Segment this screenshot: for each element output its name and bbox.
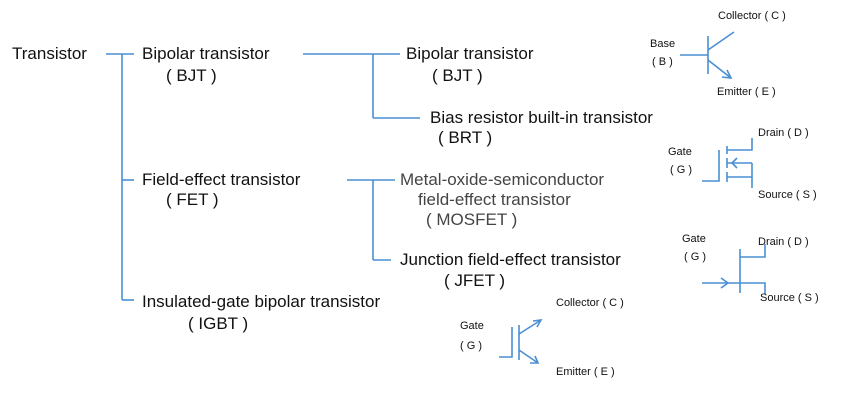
jfet-drain-label: Drain ( D ) xyxy=(758,236,809,248)
bipolar-label: Bipolar transistor xyxy=(142,44,270,63)
bjt-base-label: Base xyxy=(650,38,676,50)
mosfet-drain-label: Drain ( D ) xyxy=(758,127,809,139)
brt-label: Bias resistor built-in transistor xyxy=(430,108,653,127)
bipolar-abbr: ( BJT ) xyxy=(166,66,217,85)
igbt-emitter-label: Emitter ( E ) xyxy=(556,366,615,378)
mosfet-gate-abbr: ( G ) xyxy=(670,164,692,176)
mosfet-source-label: Source ( S ) xyxy=(758,189,817,201)
bjt-base-abbr: ( B ) xyxy=(652,56,673,68)
igbt-gate-label: Gate xyxy=(460,320,484,332)
igbt-collector-label: Collector ( C ) xyxy=(556,297,624,309)
fet-abbr: ( FET ) xyxy=(166,190,219,209)
mosfet-gate-label: Gate xyxy=(668,146,692,158)
mosfet-symbol xyxy=(702,138,753,188)
bjt-symbol xyxy=(680,31,735,79)
bjt-label: Bipolar transistor xyxy=(406,44,534,63)
fet-label: Field-effect transistor xyxy=(142,170,301,189)
igbt-symbol xyxy=(499,319,543,364)
jfet-source-label: Source ( S ) xyxy=(760,292,819,304)
jfet-gate-abbr: ( G ) xyxy=(684,251,706,263)
brt-abbr: ( BRT ) xyxy=(438,128,493,147)
igbt-gate-abbr: ( G ) xyxy=(460,340,482,352)
jfet-label: Junction field-effect transistor xyxy=(400,250,621,269)
mosfet-abbr: ( MOSFET ) xyxy=(426,210,518,229)
mosfet-label-line1: Metal-oxide-semiconductor xyxy=(400,170,605,189)
igbt-abbr: ( IGBT ) xyxy=(188,314,249,333)
igbt-label: Insulated-gate bipolar transistor xyxy=(142,292,381,311)
root-label: Transistor xyxy=(12,44,87,63)
jfet-symbol xyxy=(702,244,766,294)
bjt-collector-label: Collector ( C ) xyxy=(718,10,786,22)
jfet-gate-label: Gate xyxy=(682,233,706,245)
jfet-abbr: ( JFET ) xyxy=(444,271,506,290)
bjt-emitter-label: Emitter ( E ) xyxy=(717,86,776,98)
bjt-abbr: ( BJT ) xyxy=(432,66,483,85)
mosfet-label-line2: field-effect transistor xyxy=(418,190,571,209)
